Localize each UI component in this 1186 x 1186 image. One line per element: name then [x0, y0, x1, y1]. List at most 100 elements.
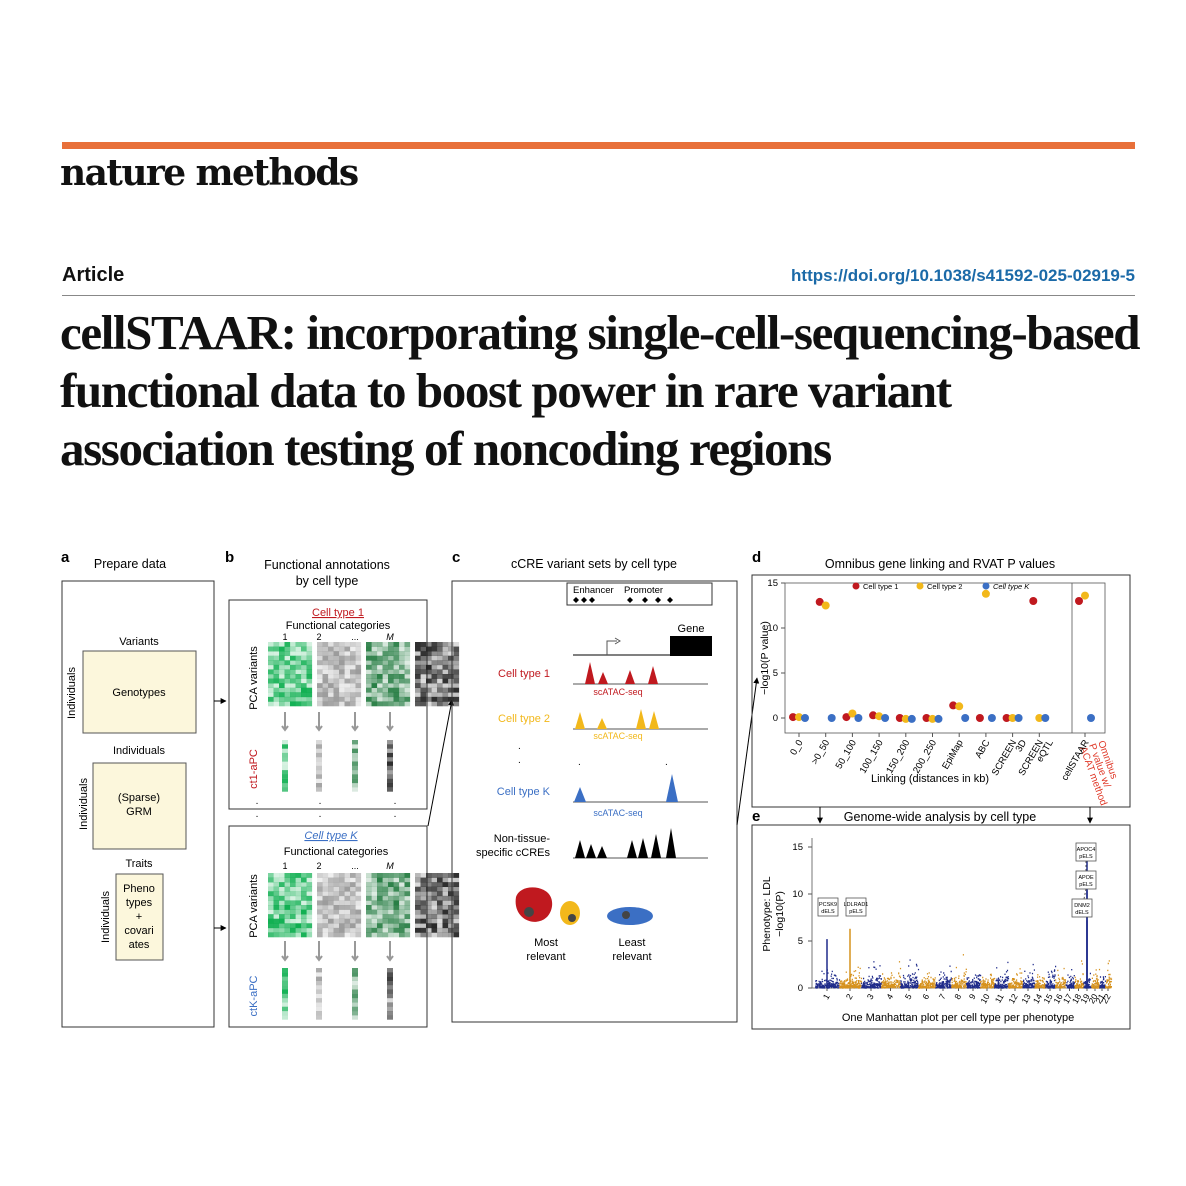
heatmap-cell — [350, 696, 356, 702]
heatmap-cell — [290, 877, 296, 883]
ctk-apc-label: ctK-aPC — [248, 975, 260, 1016]
apc-cell — [387, 778, 393, 784]
heatmap-cell — [366, 669, 372, 675]
heatmap-cell — [426, 664, 432, 670]
apc-cell — [352, 787, 358, 792]
heatmap-cell — [317, 696, 323, 702]
down-arrow — [386, 941, 394, 962]
grm-box — [92, 762, 187, 850]
heatmap-cell — [388, 914, 394, 920]
heatmap-cell — [344, 909, 351, 915]
heatmap-cell — [442, 877, 449, 883]
annotation-gene: APOE — [1078, 875, 1094, 881]
track-2-assay: scATAC-seq — [593, 731, 642, 741]
heatmap-cell — [377, 696, 383, 702]
heatmap-cell — [415, 678, 421, 684]
heatmap-cell — [317, 914, 323, 920]
heatmap-cell — [317, 877, 323, 883]
heatmap-cell — [404, 692, 411, 698]
heatmap-cell — [284, 664, 291, 670]
apc-cell — [387, 1015, 393, 1020]
doi-link[interactable]: https://doi.org/10.1038/s41592-025-02919… — [791, 266, 1135, 285]
heatmap-cell — [268, 905, 274, 910]
heatmap-cell — [382, 932, 389, 938]
heatmap-cell — [295, 886, 302, 892]
heatmap-cell — [344, 905, 351, 910]
heatmap-cell — [328, 651, 334, 657]
x-tick-label: 9 — [967, 992, 978, 1001]
promoter-label: Promoter — [624, 585, 663, 596]
heatmap-cell — [426, 655, 432, 661]
heatmap-cell — [301, 664, 307, 670]
heatmap-cell — [328, 882, 334, 888]
heatmap-cell — [322, 923, 329, 929]
heatmap-cell — [344, 669, 351, 675]
apc-cell — [282, 765, 288, 771]
heatmap-cell — [295, 905, 302, 910]
apc-cell — [282, 748, 288, 753]
heatmap-cell — [377, 895, 383, 901]
peak — [666, 828, 676, 858]
peak — [651, 834, 661, 858]
data-point — [928, 714, 937, 723]
heatmap-cell — [415, 655, 421, 661]
heatmap-cell — [382, 651, 389, 657]
y-tick-label: 10 — [792, 889, 803, 900]
heatmap-cell — [377, 923, 383, 929]
x-tick-label: 19 — [1078, 992, 1092, 1005]
heatmap-cell — [339, 891, 345, 897]
heatmap-cell — [420, 674, 427, 679]
y-tick-label: 0 — [773, 713, 778, 724]
heatmap-cell — [290, 678, 296, 684]
heatmap-cell — [431, 891, 438, 897]
heatmap-cell — [279, 683, 285, 689]
apc-cell — [316, 1006, 322, 1012]
heatmap-cell — [382, 891, 389, 897]
heatmap-cell — [404, 642, 411, 647]
heatmap-cell — [442, 674, 449, 679]
heatmap-cell — [448, 687, 454, 693]
heatmap-cell — [448, 905, 454, 910]
heatmap-cell — [339, 692, 345, 698]
heatmap-cell — [301, 646, 307, 652]
data-point — [827, 714, 836, 722]
heatmap-cell — [366, 905, 372, 910]
heatmap-cell — [333, 891, 340, 897]
heatmap-cell — [426, 674, 432, 679]
heatmap-cell — [350, 655, 356, 661]
journal-accent-bar — [62, 142, 1135, 149]
heatmap-cell — [448, 696, 454, 702]
heatmap-cell — [333, 923, 340, 929]
data-point — [975, 714, 984, 722]
heatmap-cell — [366, 873, 372, 878]
heatmap-cell — [420, 900, 427, 906]
heatmap-cell — [284, 886, 291, 892]
heatmap-cell — [301, 687, 307, 693]
heatmap-cell — [442, 642, 449, 647]
apc-cell — [352, 993, 358, 999]
heatmap-cell — [404, 646, 411, 652]
heatmap-cell — [437, 882, 443, 888]
down-arrow — [315, 712, 323, 732]
heatmap-cell — [328, 646, 334, 652]
heatmap-cell — [399, 642, 405, 647]
heatmap-cell — [371, 927, 378, 933]
heatmap-cell — [388, 651, 394, 657]
heatmap-cell — [448, 918, 454, 924]
apc-strips-k — [282, 968, 393, 1020]
heatmap-cell — [371, 692, 378, 698]
heatmap-cell — [333, 683, 340, 689]
track-2-label: Cell type 2 — [498, 713, 550, 725]
heatmap-cell — [393, 932, 400, 938]
heatmap-cell — [437, 914, 443, 920]
x-tick-label: 22 — [1099, 992, 1113, 1005]
heatmap-cell — [301, 669, 307, 675]
heatmap-cell — [442, 923, 449, 929]
apc-cell — [387, 783, 393, 788]
cell-type-k-label: Cell type K — [304, 830, 358, 842]
heatmap-cell — [426, 918, 432, 924]
heatmap-cell — [415, 642, 421, 647]
heatmap-cell — [306, 651, 313, 657]
heatmap-cell — [306, 895, 313, 901]
